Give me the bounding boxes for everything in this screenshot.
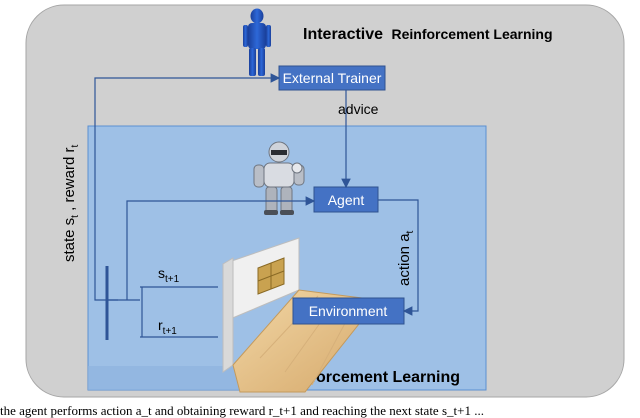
figure-caption: the agent performs action a_t and obtain… (0, 404, 484, 418)
environment-label: Environment (309, 303, 388, 319)
external-trainer-label: External Trainer (283, 70, 382, 86)
advice-label: advice (338, 101, 379, 117)
robot-icon (253, 141, 305, 215)
agent-box[interactable]: Agent (313, 186, 379, 213)
state-to-agent-arrow (126, 196, 316, 300)
action-label: action at (396, 230, 416, 286)
action-arrow (378, 199, 419, 316)
agent-label: Agent (328, 192, 365, 208)
person-icon (243, 8, 271, 76)
outer-title-bold: Interactive (303, 26, 383, 43)
s-next-label: st+1 (158, 265, 180, 285)
external-trainer-box[interactable]: External Trainer (278, 65, 386, 91)
state-reward-label: state st , reward rt (61, 145, 81, 262)
outer-title: Interactive Reinforcement Learning (303, 26, 553, 43)
window-icon (257, 257, 285, 295)
r-next-label: rt+1 (158, 317, 177, 337)
inner-title: Reinforcement Learning (276, 369, 460, 386)
outer-title-rest: Reinforcement Learning (392, 26, 553, 42)
environment-box[interactable]: Environment (292, 297, 405, 325)
